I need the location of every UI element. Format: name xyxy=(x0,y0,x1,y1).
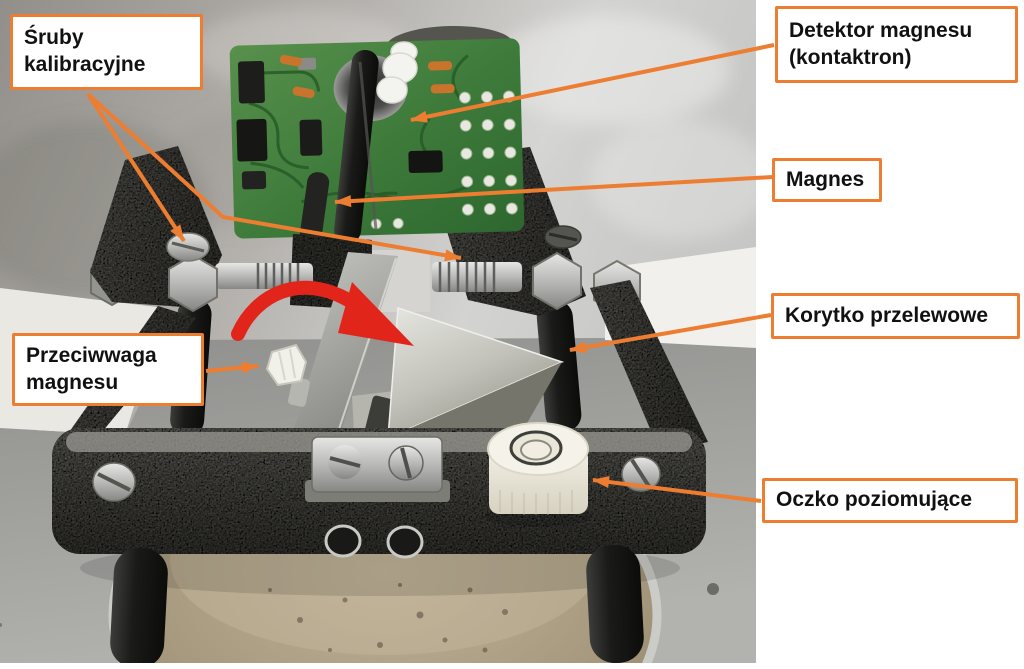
base-screw-left xyxy=(92,462,136,502)
clamp-block xyxy=(305,436,450,502)
front-left-leg xyxy=(110,547,168,663)
left-lock-nut xyxy=(168,253,218,313)
label-leveling-eye-text: Oczko poziomujące xyxy=(776,488,973,512)
right-calibration-screw-head xyxy=(544,225,582,249)
label-leveling-eye: Oczko poziomujące xyxy=(762,478,1018,523)
tipping-bucket-photo xyxy=(0,0,756,663)
front-right-leg xyxy=(586,544,644,663)
label-calibration-screws: Śruby kalibracyjne xyxy=(10,14,203,90)
bubble-level xyxy=(484,422,592,527)
label-magnet-detector-text: Detektor magnesu (kontaktron) xyxy=(789,18,973,69)
label-magnet-text: Magnes xyxy=(786,167,865,191)
label-counterweight: Przeciwwaga magnesu xyxy=(12,333,204,406)
floor-screw-dot xyxy=(707,583,719,595)
label-magnet-detector: Detektor magnesu (kontaktron) xyxy=(775,6,1018,83)
counterweight-wingnut xyxy=(265,343,310,407)
label-counterweight-text: Przeciwwaga magnesu xyxy=(26,343,157,394)
label-overflow-trough: Korytko przelewowe xyxy=(771,293,1020,339)
label-magnet: Magnes xyxy=(772,158,882,202)
right-lock-nut xyxy=(532,251,582,311)
label-calibration-screws-text: Śruby kalibracyjne xyxy=(24,26,146,76)
front-hole-left xyxy=(324,524,362,558)
right-screw-threads xyxy=(438,262,496,292)
left-calibration-screw-head xyxy=(166,232,210,262)
photo-artwork xyxy=(0,0,756,663)
label-overflow-trough-text: Korytko przelewowe xyxy=(785,303,989,327)
front-hole-right xyxy=(386,525,424,559)
base-screw-right xyxy=(621,456,661,492)
